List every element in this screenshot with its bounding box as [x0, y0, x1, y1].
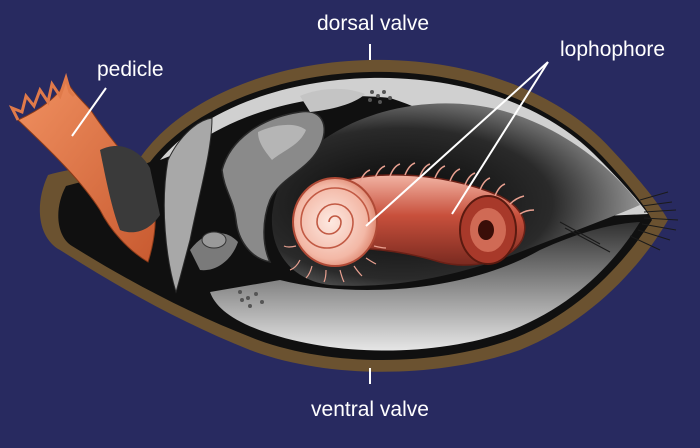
lophophore-leader-arm — [451, 61, 549, 215]
setae — [559, 191, 679, 253]
pedicle-leader — [71, 87, 107, 137]
internal-organs — [163, 88, 365, 294]
lophophore-cross-section — [459, 195, 517, 265]
lophophore-coil — [283, 177, 387, 283]
dorsal-valve-label: dorsal valve — [317, 12, 429, 35]
upper-mantle — [160, 77, 648, 218]
gland-dots — [238, 90, 392, 308]
lophophore-leader-coil — [365, 61, 549, 227]
lophophore-tentacles — [359, 162, 535, 215]
leader-lines — [71, 44, 549, 384]
lower-mantle — [210, 222, 640, 351]
pedicle-base — [100, 146, 160, 233]
lophophore-label: lophophore — [560, 38, 665, 61]
pedicle-fringe — [8, 72, 76, 121]
ventral-valve-label: ventral valve — [311, 398, 429, 421]
pedicle-label: pedicle — [97, 58, 164, 81]
